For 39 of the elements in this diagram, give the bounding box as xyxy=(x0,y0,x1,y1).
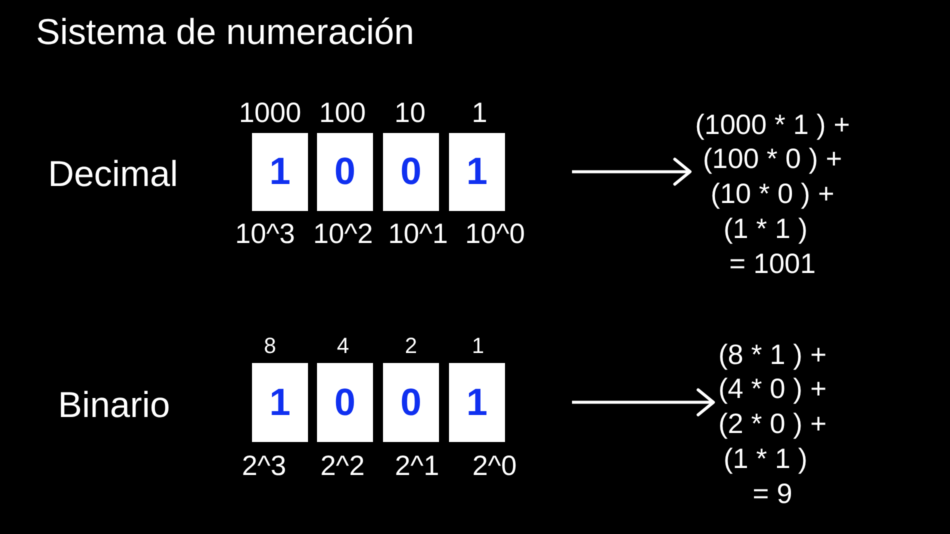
power-label: 10^3 xyxy=(235,218,295,250)
power-label: 10^2 xyxy=(313,218,373,250)
power-label: 10^0 xyxy=(465,218,525,250)
power-label: 2^1 xyxy=(394,450,440,482)
digit: 0 xyxy=(400,153,422,191)
arrow xyxy=(572,388,715,416)
digit: 0 xyxy=(334,384,356,422)
digit: 1 xyxy=(466,153,488,191)
place-value-label: 2 xyxy=(404,333,418,359)
power-label: 10^1 xyxy=(388,218,448,250)
place-value-label: 1 xyxy=(472,97,488,130)
digit: 1 xyxy=(269,384,291,422)
place-value-label: 8 xyxy=(264,333,276,359)
digit-box xyxy=(383,363,439,442)
digit-box xyxy=(317,363,373,442)
digit-box xyxy=(252,133,308,211)
power-label: 2^2 xyxy=(320,450,365,482)
digit-box xyxy=(449,363,505,442)
digit-box xyxy=(317,133,373,211)
row-label: Binario xyxy=(58,384,170,426)
place-value-label: 100 xyxy=(319,97,366,130)
digit-box xyxy=(383,133,439,211)
digit: 0 xyxy=(400,384,422,422)
digit: 1 xyxy=(269,153,291,191)
digit: 0 xyxy=(334,153,356,191)
row-label: Decimal xyxy=(48,153,178,195)
power-label: 2^3 xyxy=(242,450,286,482)
expansion-text: (8 * 1 ) + (4 * 0 ) + (2 * 0 ) + (1 * 1 ) = 9 xyxy=(713,338,832,512)
arrow xyxy=(572,158,692,186)
digit-box xyxy=(252,363,308,442)
title: Sistema de numeración xyxy=(36,11,414,53)
expansion-text: (1000 * 1 ) + (100 * 0 ) + (10 * 0 ) + (1 * 1 ) = 1001 xyxy=(690,108,855,282)
digit: 1 xyxy=(466,384,488,422)
place-value-label: 10 xyxy=(394,97,426,130)
power-label: 2^0 xyxy=(472,450,517,482)
place-value-label: 1 xyxy=(472,333,484,359)
place-value-label: 4 xyxy=(336,333,350,359)
place-value-label: 1000 xyxy=(238,97,302,130)
digit-box xyxy=(449,133,505,211)
